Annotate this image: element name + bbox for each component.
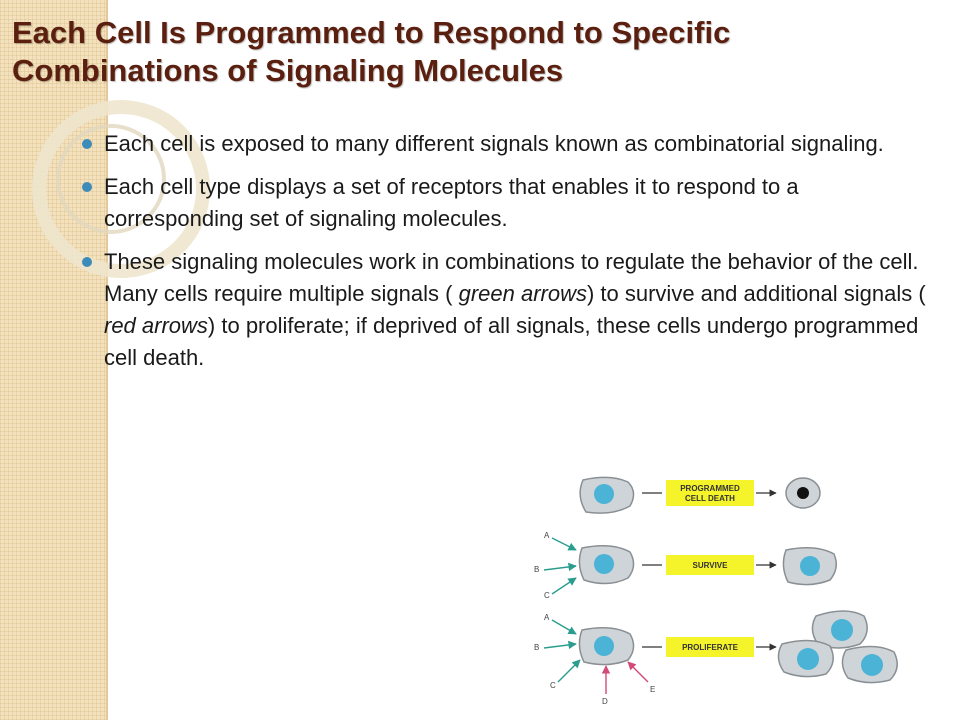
cell-nucleus [594,636,614,656]
signal-arrow-a [551,619,577,635]
label-programmed: PROGRAMMED [680,484,740,493]
bullet-item: Each cell is exposed to many different s… [82,128,942,160]
label-box [666,637,754,657]
cell-nucleus [800,556,820,576]
label-cell-death: CELL DEATH [685,494,735,503]
label-survive: SURVIVE [693,561,729,570]
bullet-emphasis: red arrows [104,313,208,338]
signal-arrow-b [543,562,577,572]
signal-letter-e: E [650,685,655,694]
bullet-text: Each cell is exposed to many different s… [104,131,884,156]
row-programmed-death: PROGRAMMED CELL DEATH [579,476,821,514]
signal-arrow-c [557,659,581,683]
signal-letter-d: D [602,697,608,706]
cell-nucleus [594,484,614,504]
bullet-text: These signaling molecules work in combin… [104,249,919,306]
slide-title: Each Cell Is Programmed to Respond to Sp… [12,15,731,88]
signal-letter-b: B [534,565,539,574]
bullet-text: Each cell type displays a set of recepto… [104,174,799,231]
signal-arrow-e [627,661,649,683]
label-proliferate: PROLIFERATE [682,643,739,652]
bullet-dot-icon [82,139,92,149]
bullet-item: Each cell type displays a set of recepto… [82,171,942,235]
cell-nucleus [831,619,853,641]
label-box [666,480,754,506]
row-survive: A B C SURVIVE [534,531,837,600]
cell-signaling-figure: PROGRAMMED CELL DEATH A B C SURVIVE A [520,466,950,720]
condensed-nucleus [797,487,809,499]
signal-arrow-b [543,640,577,650]
signal-letter-b: B [534,643,539,652]
cell-nucleus [797,648,819,670]
bullet-dot-icon [82,257,92,267]
signal-letter-c: C [544,591,550,600]
label-box [666,555,754,575]
bullet-text: ) to proliferate; if deprived of all sig… [104,313,919,370]
bullet-list: Each cell is exposed to many different s… [82,128,942,385]
bullet-dot-icon [82,182,92,192]
signal-letter-a: A [544,531,550,540]
bullet-item: These signaling molecules work in combin… [82,246,942,374]
row-proliferate: A B C D E PROLIFERATE [534,610,898,706]
bullet-emphasis: green arrows [458,281,587,306]
decorative-ring-inner [56,124,166,234]
signal-letter-c: C [550,681,556,690]
signal-letter-a: A [544,613,550,622]
cell-nucleus [861,654,883,676]
cell-nucleus [594,554,614,574]
signal-arrow-c [551,577,577,595]
bullet-text: ) to survive and additional signals ( [586,281,926,306]
cell-signaling-diagram: PROGRAMMED CELL DEATH A B C SURVIVE A [534,476,898,706]
signal-arrow-a [551,537,577,551]
